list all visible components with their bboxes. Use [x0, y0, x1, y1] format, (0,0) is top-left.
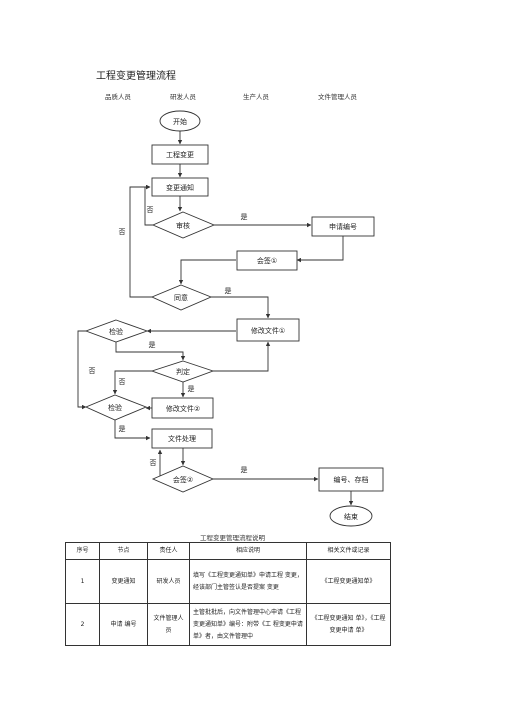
countersign-1-box: [236, 250, 298, 271]
inspect-1-yes-label: 是: [149, 341, 156, 349]
table-title: 工程变更管理流程说明: [200, 534, 265, 542]
engineering-change-label: 工程变更: [166, 150, 194, 159]
row-node: 申请 编号: [99, 603, 148, 646]
apply-number-label: 申请编号: [329, 222, 357, 231]
countersign-2-no-label: 否: [150, 459, 157, 467]
agree-diamond: [150, 284, 213, 311]
file-process-label: 文件处理: [168, 434, 196, 443]
modify-file-1-label: 修改文件①: [251, 326, 285, 335]
countersign-2-yes-label: 是: [241, 466, 248, 474]
review-diamond: [151, 211, 216, 239]
description-table: 序号 节点 责任人 相应说明 相关文件或记录 1 变更通知 研发人员 填写《工程…: [65, 542, 391, 646]
countersign-1-label: 会签①: [257, 256, 277, 265]
end-label: 结束: [344, 512, 358, 521]
role-document-admin: 文件管理人员: [318, 93, 357, 101]
row-owner: 研发人员: [147, 559, 190, 604]
table-header-row: 序号 节点 责任人 相应说明 相关文件或记录: [65, 542, 391, 560]
countersign-2-diamond: [151, 465, 215, 493]
agree-yes-label: 是: [225, 287, 232, 295]
start-label: 开始: [173, 117, 187, 126]
flowchart: 开始 工程变更 变更通知 审核 申请编号 会签① 同意 修改文件① 检验 判定 …: [77, 110, 384, 527]
number-archive-label: 编号、存档: [334, 475, 369, 484]
judge-yes-label: 是: [188, 385, 195, 393]
row-docs: 《工程变更通知单》: [306, 559, 391, 604]
header-owner: 责任人: [147, 542, 190, 560]
role-rnd: 研发人员: [170, 93, 196, 101]
apply-number-box: [311, 216, 375, 237]
inspect-2-yes-label: 是: [119, 425, 126, 433]
countersign-2-label: 会签②: [173, 475, 193, 484]
page-title: 工程变更管理流程: [96, 71, 176, 82]
header-docs: 相关文件或记录: [306, 542, 391, 560]
change-notice-label: 变更通知: [166, 183, 194, 192]
row-no: 2: [65, 603, 100, 646]
end-node-shape: [329, 505, 373, 527]
row-no: 1: [65, 559, 100, 604]
inspect-2-label: 检验: [108, 403, 122, 412]
judge-no-label: 否: [119, 378, 126, 386]
inspect-1-diamond: [84, 319, 149, 343]
review-no-label: 否: [147, 206, 154, 214]
table-row: 1 变更通知 研发人员 填写《工程变更通知单》申请工程 变更，经该部门主管签认是…: [65, 559, 391, 604]
row-desc: 填写《工程变更通知单》申请工程 变更，经该部门主管签认是否提案 变更: [189, 559, 307, 604]
change-notice-box: [151, 177, 209, 197]
agree-no-label: 否: [119, 228, 126, 236]
review-yes-label: 是: [241, 213, 248, 221]
judge-diamond: [150, 360, 215, 383]
judge-label: 判定: [176, 367, 190, 376]
modify-file-2-label: 修改文件②: [166, 404, 200, 413]
inspect-1-no-label: 否: [89, 367, 96, 375]
agree-label: 同意: [174, 293, 188, 302]
role-production: 生产人员: [243, 93, 269, 101]
inspect-2-diamond: [84, 394, 148, 421]
table-row: 2 申请 编号 文件管理人员 主管批批后，向文件管理中心申请《工程变更通知单》编…: [65, 603, 391, 646]
start-node-shape: [159, 110, 201, 132]
row-node: 变更通知: [99, 559, 148, 604]
review-label: 审核: [176, 221, 190, 230]
number-archive-box: [318, 467, 384, 492]
row-desc: 主管批批后，向文件管理中心申请《工程变更通知单》编号：附带《工 程变更申请单》者…: [189, 603, 307, 646]
modify-file-1-box: [236, 318, 300, 342]
row-owner: 文件管理人员: [147, 603, 190, 646]
row-docs: 《工程变更通知 单》，《工程变更申请 单》: [306, 603, 391, 646]
header-node: 节点: [99, 542, 148, 560]
modify-file-2-box: [151, 397, 214, 419]
header-desc: 相应说明: [189, 542, 307, 560]
file-process-box: [151, 428, 213, 449]
engineering-change-box: [151, 144, 209, 165]
header-no: 序号: [65, 542, 100, 560]
inspect-1-label: 检验: [109, 327, 123, 336]
role-quality: 品质人员: [105, 93, 131, 101]
